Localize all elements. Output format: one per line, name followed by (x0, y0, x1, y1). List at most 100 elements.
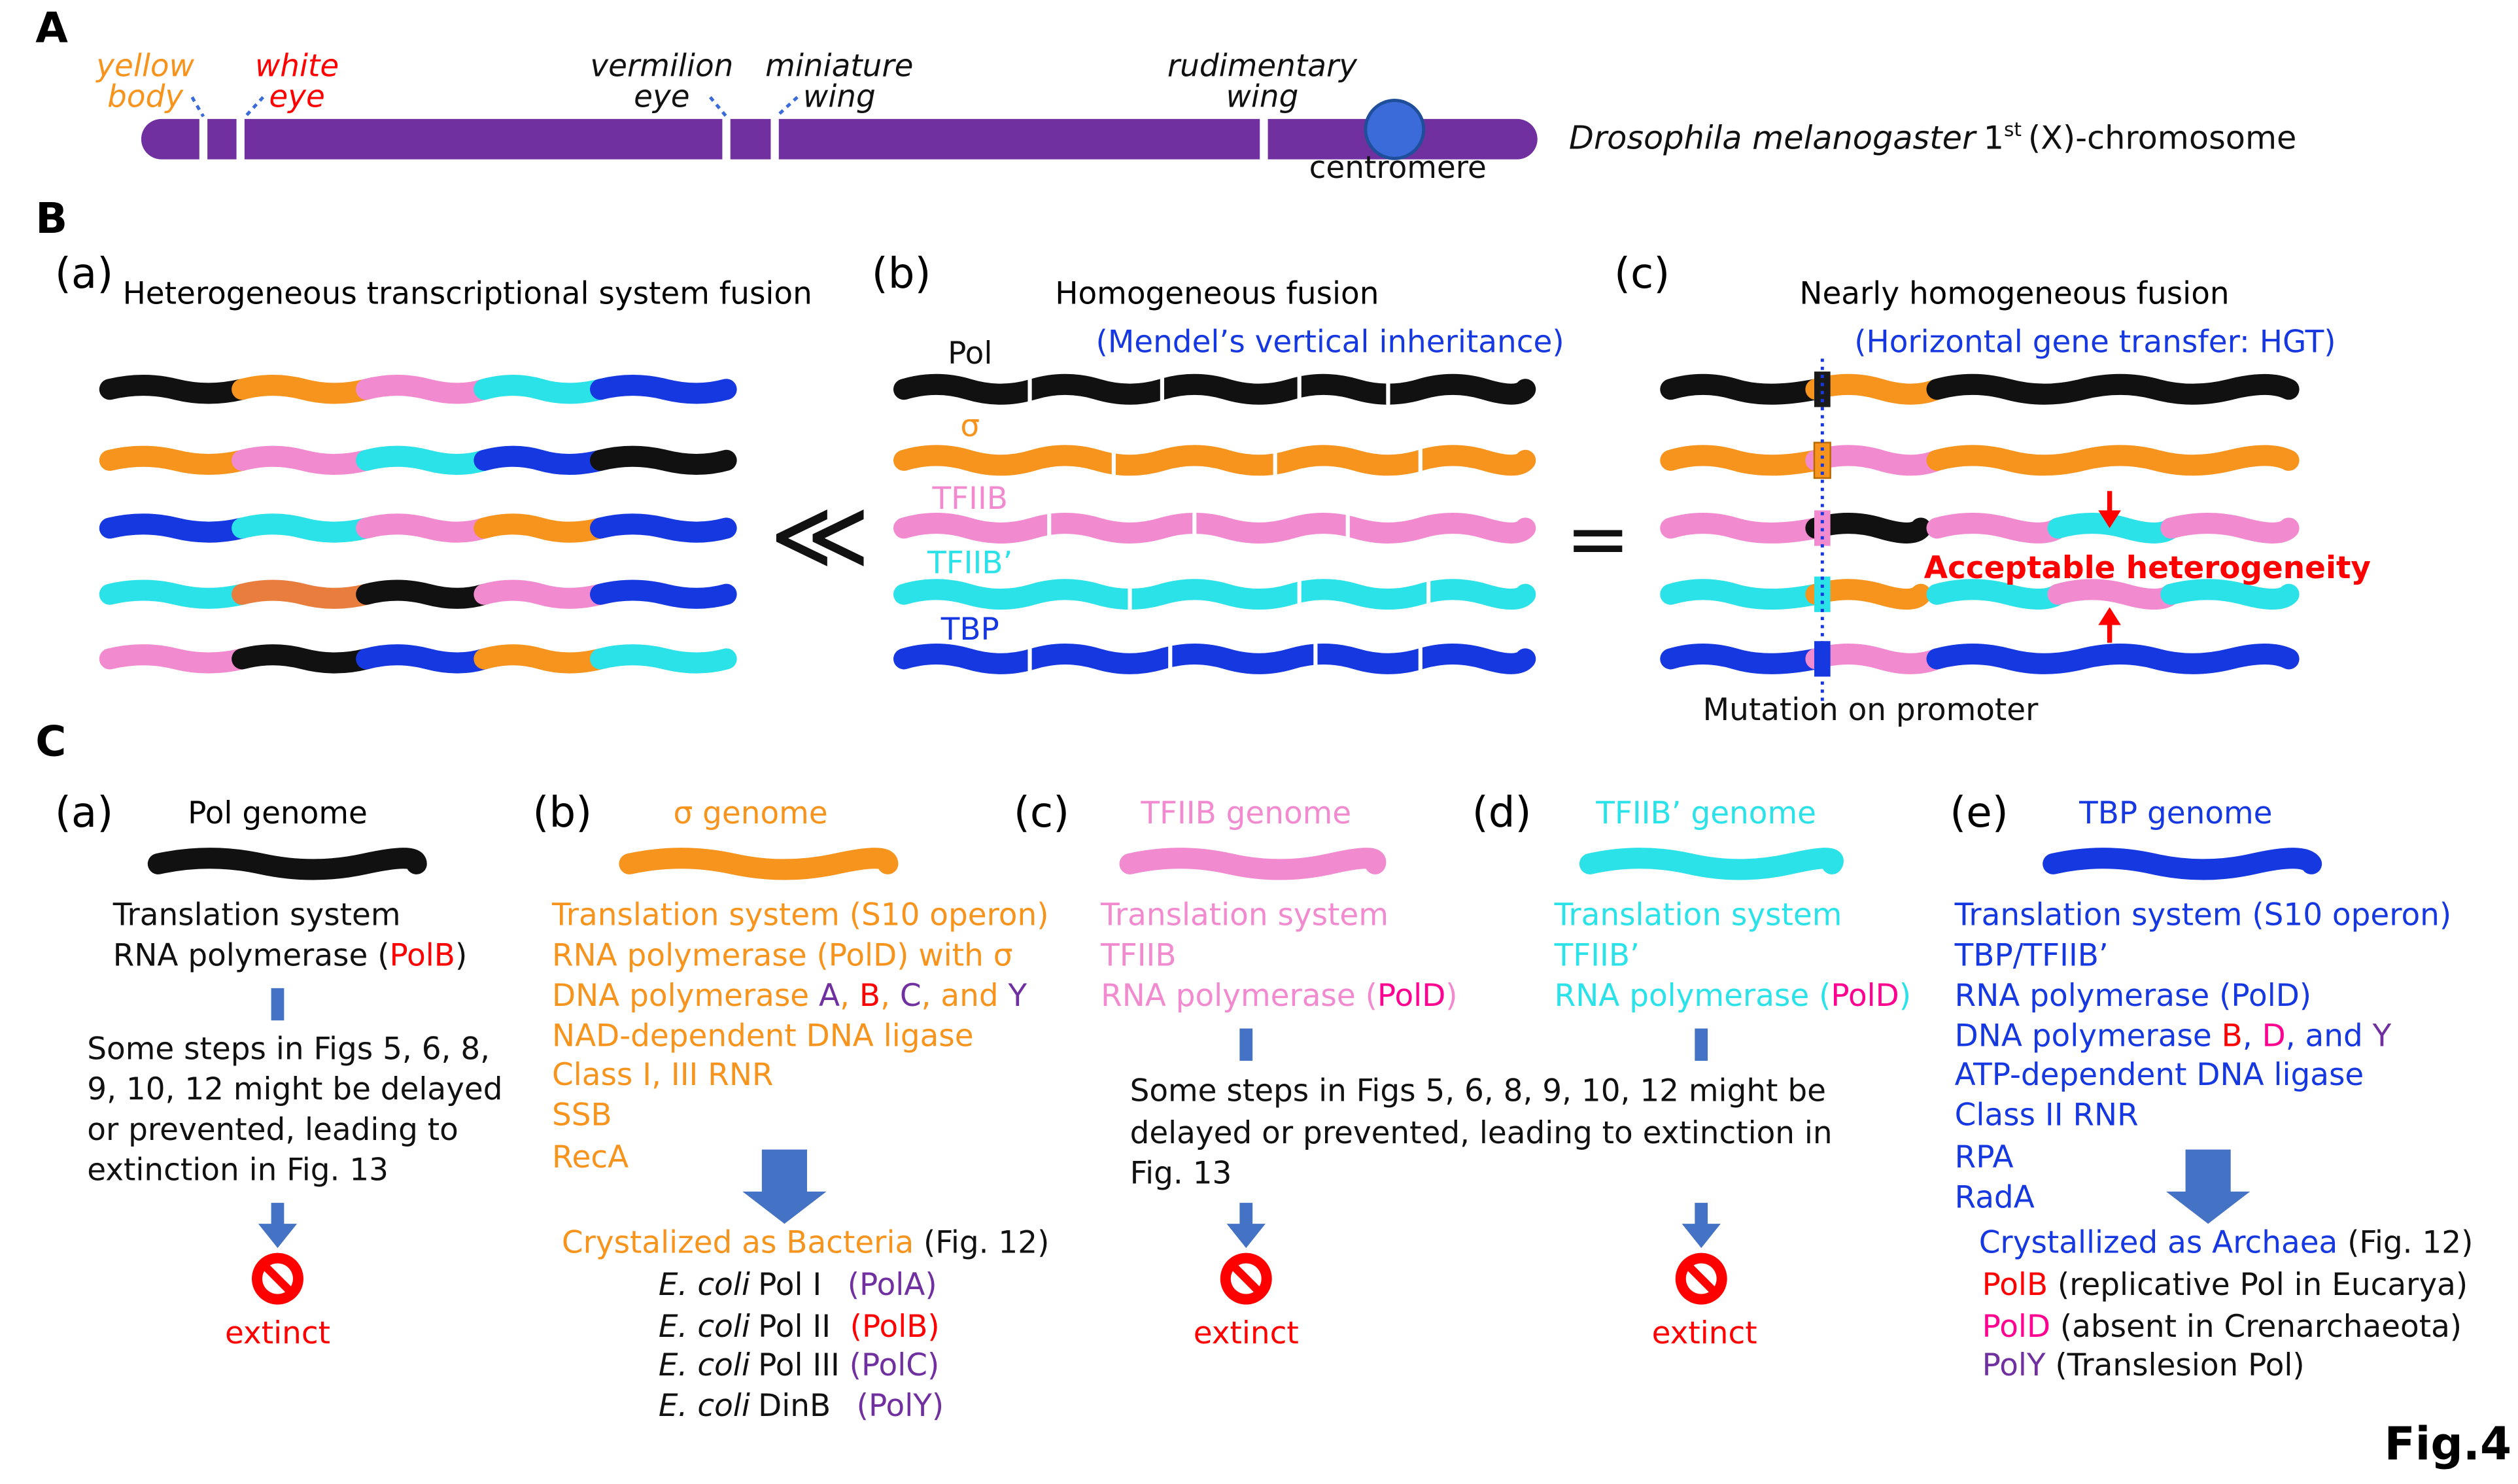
row-label-pol: Pol (948, 336, 992, 371)
cc-label: (c) (1014, 788, 1069, 837)
cb-line5: Class I, III RNR (552, 1057, 773, 1093)
nearly-homogeneous-strands (1660, 373, 2300, 674)
gene-miniature: miniature (765, 48, 913, 84)
much-less-than-symbol: ≪ (769, 479, 871, 591)
cd-extinct: extinct (1652, 1315, 1757, 1351)
ce-line3: RNA polymerase (PolD) (1955, 978, 2311, 1014)
panel-ba-label: (a) (55, 249, 113, 298)
ce-line6: Class II RNR (1955, 1097, 2139, 1133)
cc-line1: Translation system (1100, 897, 1388, 933)
ca-steps-3: or prevented, leading to (87, 1112, 458, 1148)
ca-steps-4: extinction in Fig. 13 (87, 1152, 388, 1188)
cd-label: (d) (1472, 788, 1532, 837)
panel-bc-subtitle: (Horizontal gene transfer: HGT) (1854, 324, 2336, 360)
mutation-label: Mutation on promoter (1703, 692, 2039, 728)
panel-ba-title: Heterogeneous transcriptional system fus… (123, 275, 812, 311)
ca-connector (271, 988, 285, 1021)
cd-connector (1695, 1028, 1708, 1061)
cb-big-arrow (742, 1149, 827, 1224)
panel-bb-subtitle: (Mendel’s vertical inheritance) (1096, 324, 1564, 360)
cc-steps-3: Fig. 13 (1130, 1155, 1232, 1191)
acceptable-heterogeneity-label: Acceptable heterogeneity (1924, 550, 2371, 586)
promoter-marks (1813, 358, 1831, 704)
ce-crystallized: Crystallized as Archaea(Fig. 12) (1979, 1225, 2474, 1261)
cc-line3: RNA polymerase (PolD) (1101, 978, 1457, 1014)
row-label-tfiib: TFIIB (932, 481, 1008, 517)
gene-miniature-2: wing (803, 78, 876, 114)
cd-line1: Translation system (1554, 897, 1842, 933)
gene-rudimentary-2: wing (1226, 78, 1299, 114)
centromere-dot (1364, 99, 1426, 160)
ce-line4: DNA polymerase B, D, and Y (1955, 1018, 2392, 1054)
cc-extinct: extinct (1194, 1315, 1299, 1351)
panel-a-label: A (35, 4, 68, 53)
cb-line4: NAD-dependent DNA ligase (552, 1018, 974, 1054)
gene-white: white (255, 48, 339, 84)
equals-symbol: = (1566, 493, 1630, 583)
cc-line2: TFIIB (1100, 937, 1176, 973)
ce-pold: PolD(absent in Crenarchaeota) (1982, 1309, 2462, 1345)
ce-big-arrow (2165, 1149, 2251, 1224)
row-label-tfiib-prime: TFIIB’ (927, 545, 1012, 581)
chromosome (141, 99, 1538, 169)
ce-title: TBP genome (2078, 795, 2272, 831)
gene-yellow: yellow (95, 48, 194, 84)
ca-line2: RNA polymerase (PolB) (113, 937, 468, 973)
ca-steps-2: 9, 10, 12 might be delayed (87, 1071, 502, 1107)
gene-yellow-2: body (107, 78, 184, 114)
ce-poly: PolY(Translesion Pol) (1982, 1347, 2305, 1383)
ce-label: (e) (1950, 788, 2009, 837)
ce-line5: ATP-dependent DNA ligase (1955, 1057, 2364, 1093)
cc-connector (1239, 1028, 1253, 1061)
panel-bb-title: Homogeneous fusion (1055, 275, 1379, 311)
cb-strand (619, 848, 899, 880)
cd-line3: RNA polymerase (PolD) (1555, 978, 1911, 1014)
panel-bc-label: (c) (1614, 249, 1670, 298)
cb-crystalized: Crystalized as Bacteria(Fig. 12) (562, 1225, 1050, 1261)
gene-rudimentary: rudimentary (1167, 48, 1358, 84)
cc-strand (1119, 848, 1387, 880)
cb-line2: RNA polymerase (PolD) with σ (552, 937, 1012, 973)
ce-polb: PolB(replicative Pol in Eucarya) (1982, 1267, 2468, 1303)
cd-down-arrow (1682, 1203, 1721, 1249)
cb-title: σ genome (674, 795, 828, 831)
ca-title: Pol genome (188, 795, 368, 831)
ce-strand (2043, 848, 2322, 880)
ca-label: (a) (55, 788, 113, 837)
cb-line7: RecA (552, 1139, 629, 1175)
cb-line6: SSB (552, 1097, 612, 1133)
cd-title: TFIIB’ genome (1595, 795, 1816, 831)
cc-steps-1: Some steps in Figs 5, 6, 8, 9, 10, 12 mi… (1130, 1073, 1826, 1109)
heterogeneity-arrows (2098, 491, 2121, 643)
cc-down-arrow (1226, 1203, 1266, 1249)
cd-line2: TFIIB’ (1554, 937, 1640, 973)
gene-vermilion-2: eye (634, 78, 689, 114)
figure-label: Fig.4 (2384, 1419, 2511, 1471)
cb-label: (b) (532, 788, 592, 837)
ca-line1: Translation system (112, 897, 401, 933)
panel-bc-title: Nearly homogeneous fusion (1799, 275, 2229, 311)
ca-down-arrow (258, 1203, 298, 1249)
row-label-tbp: TBP (940, 612, 999, 647)
gene-vermilion: vermilion (590, 48, 733, 84)
ca-extinct: extinct (225, 1315, 330, 1351)
cb-line1: Translation system (S10 operon) (551, 897, 1048, 933)
panel-b-label: B (35, 194, 67, 243)
ce-line7: RPA (1955, 1139, 2014, 1175)
cc-steps-2: delayed or prevented, leading to extinct… (1130, 1115, 1833, 1151)
ce-line2: TBP/TFIIB’ (1954, 937, 2109, 973)
cd-strand (1579, 848, 1844, 880)
centromere-label: centromere (1309, 150, 1487, 186)
panel-bb-label: (b) (872, 249, 931, 298)
panel-c-label: C (35, 717, 66, 766)
homogeneous-strands (893, 372, 1536, 676)
cc-title: TFIIB genome (1140, 795, 1351, 831)
gene-white-2: eye (269, 78, 324, 114)
ce-line8: RadA (1955, 1180, 2035, 1216)
